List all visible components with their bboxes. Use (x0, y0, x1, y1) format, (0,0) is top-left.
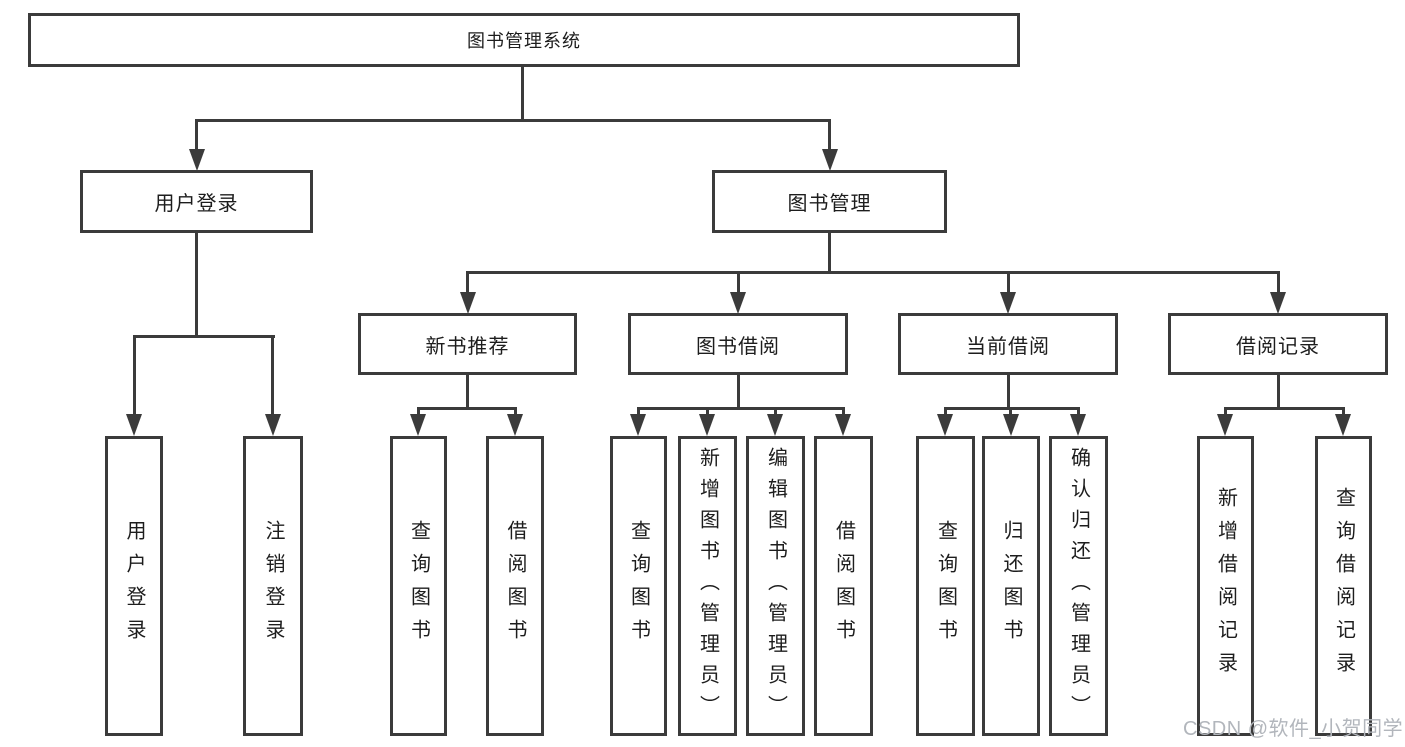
arrow-down-icon (835, 414, 851, 436)
arrow-down-icon (730, 292, 746, 314)
arrow-down-icon (189, 149, 205, 171)
node-leaf-borrow-books-borrowing: 借阅图书 (814, 436, 873, 736)
connector-line (944, 407, 1080, 410)
connector-line (842, 407, 845, 417)
arrow-down-icon (1070, 414, 1086, 436)
arrow-down-icon (767, 414, 783, 436)
connector-line (828, 233, 831, 274)
arrow-down-icon (937, 414, 953, 436)
connector-line (944, 407, 947, 417)
connector-line (637, 407, 640, 417)
arrow-down-icon (1000, 292, 1016, 314)
connector-line (514, 407, 517, 417)
connector-line (521, 67, 524, 122)
arrow-down-icon (1217, 414, 1233, 436)
node-library-system: 图书管理系统 (28, 13, 1020, 67)
arrow-down-icon (1270, 292, 1286, 314)
node-leaf-query-books-recommend: 查询图书 (390, 436, 447, 736)
node-leaf-query-books-current: 查询图书 (916, 436, 975, 736)
arrow-down-icon (1335, 414, 1351, 436)
connector-line (195, 119, 831, 122)
node-leaf-add-books-admin: 新增图书（管理员） (678, 436, 737, 736)
node-leaf-borrow-books-recommend: 借阅图书 (486, 436, 544, 736)
connector-line (1342, 407, 1345, 417)
arrow-down-icon (460, 292, 476, 314)
connector-line (1007, 374, 1010, 410)
connector-line (466, 271, 469, 293)
arrow-down-icon (265, 414, 281, 436)
node-leaf-confirm-return-admin: 确认归还（管理员） (1049, 436, 1108, 736)
arrow-down-icon (699, 414, 715, 436)
node-leaf-logout: 注销登录 (243, 436, 303, 736)
arrow-down-icon (630, 414, 646, 436)
connector-line (1007, 271, 1010, 293)
connector-line (774, 407, 777, 417)
node-leaf-add-borrow-record: 新增借阅记录 (1197, 436, 1254, 736)
connector-line (271, 335, 274, 415)
connector-line (1277, 374, 1280, 410)
node-leaf-user-login: 用户登录 (105, 436, 163, 736)
arrow-down-icon (507, 414, 523, 436)
connector-line (1009, 407, 1012, 417)
node-leaf-edit-books-admin: 编辑图书（管理员） (746, 436, 805, 736)
connector-line (133, 335, 136, 415)
connector-line (417, 407, 420, 417)
arrow-down-icon (1003, 414, 1019, 436)
arrow-down-icon (822, 149, 838, 171)
connector-line (466, 271, 1280, 274)
connector-line (737, 374, 740, 410)
node-leaf-query-books-borrowing: 查询图书 (610, 436, 667, 736)
connector-line (1224, 407, 1345, 410)
connector-line (195, 233, 198, 338)
connector-line (737, 271, 740, 293)
connector-line (1077, 407, 1080, 417)
node-borrowing-records: 借阅记录 (1168, 313, 1388, 375)
arrow-down-icon (410, 414, 426, 436)
node-book-management: 图书管理 (712, 170, 947, 233)
node-book-borrowing: 图书借阅 (628, 313, 848, 375)
connector-line (195, 119, 198, 152)
connector-line (466, 374, 469, 410)
node-leaf-return-books: 归还图书 (982, 436, 1040, 736)
connector-line (828, 119, 831, 152)
connector-line (637, 407, 845, 410)
connector-line (417, 407, 517, 410)
connector-line (133, 335, 275, 338)
connector-line (706, 407, 709, 417)
connector-line (1224, 407, 1227, 417)
csdn-watermark: CSDN @软件_小贺同学 (1183, 718, 1404, 740)
node-new-book-recommend: 新书推荐 (358, 313, 577, 375)
connector-line (1277, 271, 1280, 293)
node-user-login: 用户登录 (80, 170, 313, 233)
node-current-borrowing: 当前借阅 (898, 313, 1118, 375)
node-leaf-query-borrow-record: 查询借阅记录 (1315, 436, 1372, 736)
arrow-down-icon (126, 414, 142, 436)
